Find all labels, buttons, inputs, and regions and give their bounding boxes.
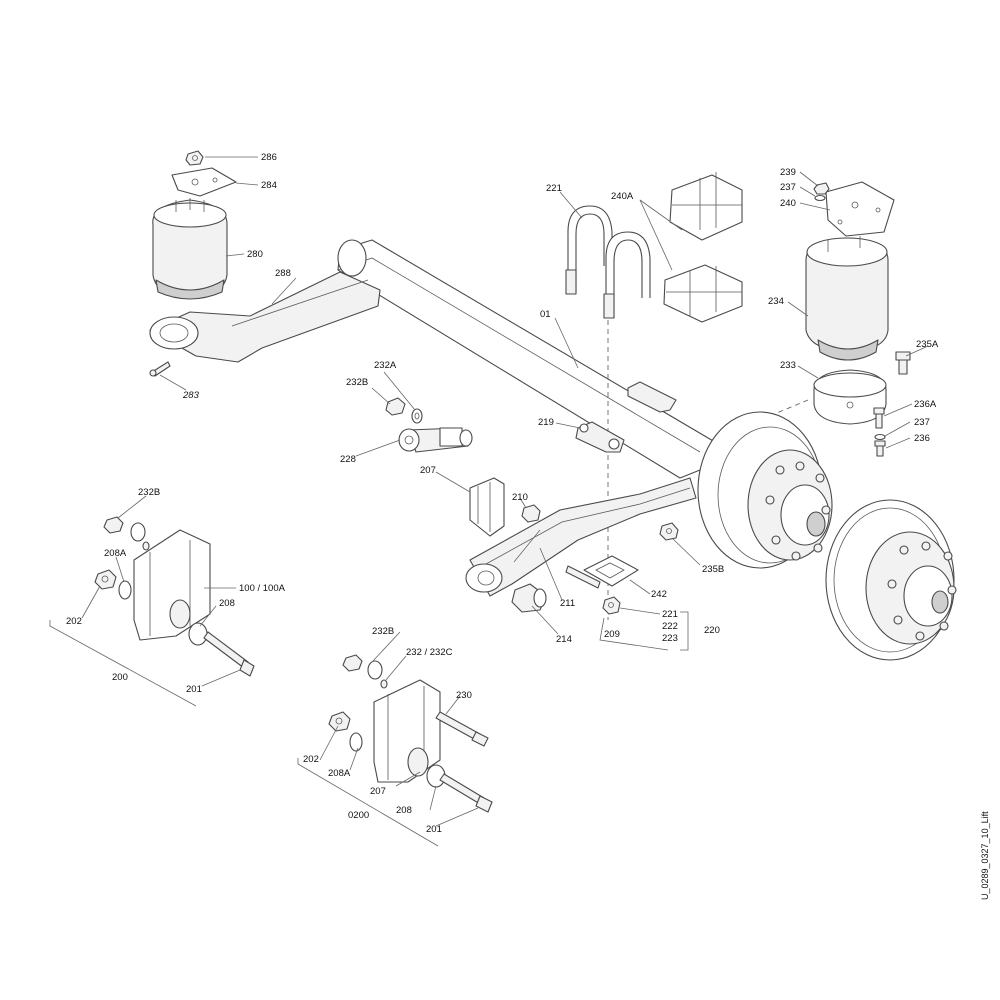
hanger-bracket-100 [133,529,211,641]
axle-seat-242 [583,555,639,587]
label-232b-hanger2: 232B [372,626,394,637]
label-222: 222 [662,621,678,632]
label-235a: 235A [916,339,939,350]
label-202-a: 202 [66,616,82,627]
nut-202-b [328,711,351,732]
brake-disc-hub [825,499,957,661]
lift-air-spring [152,198,228,300]
bracket-207-small [469,477,505,537]
washer-232b-hanger1 [130,522,150,551]
bolt-209 [565,565,601,589]
u-bolt-221 [565,205,651,319]
label-208a-b: 208A [328,768,351,779]
leader-lines [49,156,929,847]
nut-235b [659,522,679,541]
washer-208-a [188,622,208,646]
label-200: 200 [112,672,128,683]
label-01: 01 [540,309,551,320]
bracket-240a-upper [669,172,743,241]
bolt-236a [873,407,885,429]
label-232b-shock: 232B [346,377,368,388]
drawing-id: U_0289_0327_10_Lift [980,811,990,900]
label-211: 211 [560,598,575,609]
piston-233 [813,369,887,425]
label-235b: 235B [702,564,724,575]
label-236: 236 [914,433,930,444]
trailing-arm-211 [465,477,697,597]
label-0200: 0200 [348,810,369,821]
label-232b-hanger1: 232B [138,487,160,498]
bolt-230 [435,711,489,747]
label-210: 210 [512,492,528,503]
label-214: 214 [556,634,572,645]
label-201-b: 201 [426,824,442,835]
bolt-235a [895,351,911,375]
bolt-201-b [439,773,493,813]
nut-202-a [94,569,117,590]
mounting-plate-284 [171,167,237,197]
label-286: 286 [261,152,277,163]
label-283: 283 [182,390,200,401]
label-221-bottom: 221 [662,609,678,620]
air-spring-234 [805,236,889,361]
label-208-b: 208 [396,805,412,816]
callout-labels: 286 284 280 288 283 221 240A 01 239 237 … [66,152,939,835]
label-232a: 232A [374,360,397,371]
label-239: 239 [780,167,796,178]
screw-236 [874,440,886,457]
washer-208a-a [118,580,132,600]
lift-arm [149,271,381,363]
label-240: 240 [780,198,796,209]
bracket-240a-lower [663,264,743,323]
nut-232b-hanger1 [103,516,124,534]
clamp-plate-219 [575,421,625,453]
label-232-232c: 232 / 232C [406,647,453,658]
nut-210 [521,504,541,523]
label-237-top: 237 [780,182,796,193]
label-100-100a: 100 / 100A [239,583,286,594]
label-207-large: 207 [370,786,386,797]
bolt-201-a [203,631,255,677]
label-284: 284 [261,180,277,191]
washer-208a-b [349,732,363,752]
washer-232-hanger2 [367,660,388,689]
label-233: 233 [780,360,796,371]
washer-237-bottom [874,433,886,441]
label-208a-a: 208A [104,548,127,559]
label-242: 242 [651,589,667,600]
label-223: 223 [662,633,678,644]
label-236a: 236A [914,399,937,410]
label-234: 234 [768,296,784,307]
label-228: 228 [340,454,356,465]
label-288: 288 [275,268,291,279]
axle-seat-top [627,381,677,413]
nut-286 [185,150,204,166]
label-219: 219 [538,417,554,428]
label-209: 209 [604,629,620,640]
washer-232a [411,408,423,424]
label-201-a: 201 [186,684,202,695]
label-220: 220 [704,625,720,636]
axle-beam [337,239,721,479]
label-237-bottom: 237 [914,417,930,428]
shock-absorber-228 [398,427,473,453]
nut-232b-hanger2 [342,654,363,672]
label-230: 230 [456,690,472,701]
screw-283 [149,361,171,377]
label-221-top: 221 [546,183,562,194]
brake-drum [697,411,833,569]
mounting-plate-240 [825,181,895,237]
label-280: 280 [247,249,263,260]
washer-237-top [814,194,826,202]
label-208-a: 208 [219,598,235,609]
hanger-bracket-0200 [373,679,441,783]
label-202-b: 202 [303,754,319,765]
bushing-214 [511,583,547,613]
label-207-small: 207 [420,465,436,476]
nut-232b-shock [385,397,406,416]
nut-223 [602,596,621,615]
label-240a: 240A [611,191,634,202]
